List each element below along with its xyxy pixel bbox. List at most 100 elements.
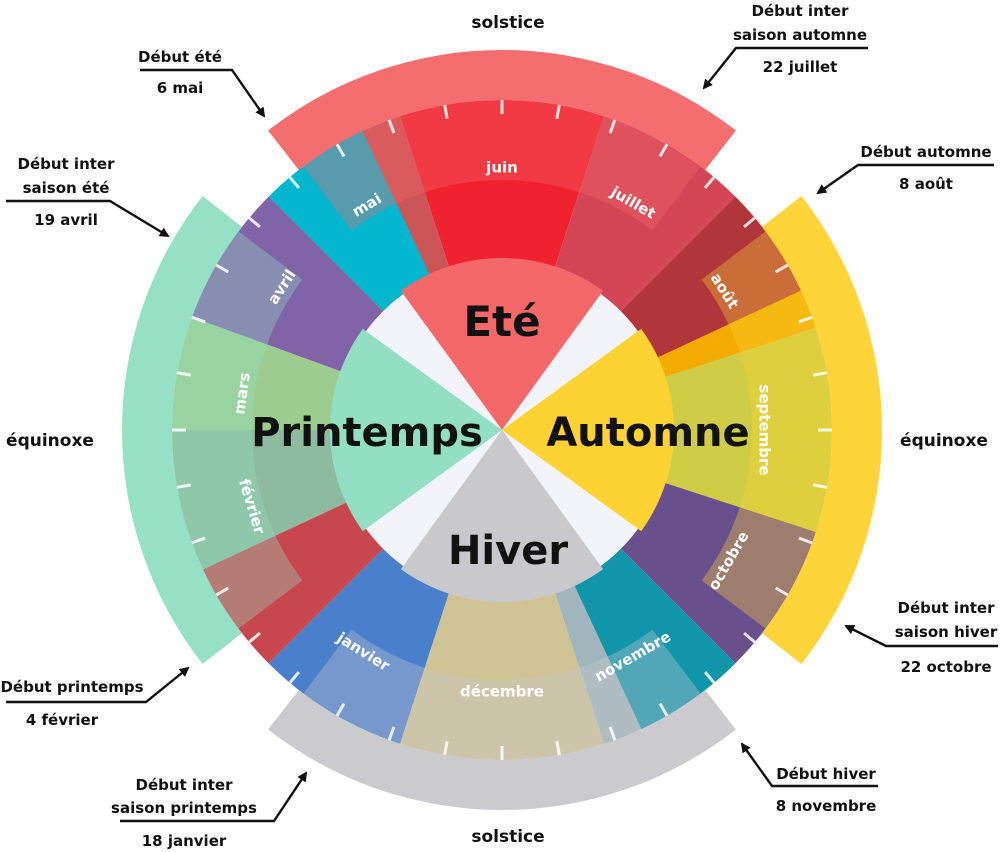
- tick-mark: [798, 315, 813, 324]
- inter-season-winter-spring: [202, 500, 384, 664]
- tick-mark: [288, 176, 301, 189]
- month-sector-5: [400, 99, 604, 271]
- callout-inter-printemps-line3: 18 janvier: [142, 832, 227, 850]
- outer-band-printemps-overlay: [172, 231, 303, 629]
- callout-debut-printemps: Début printemps 4 février: [0, 666, 190, 729]
- callout-inter-ete-line2: saison été: [23, 179, 110, 197]
- callout-debut-automne-line2: 8 août: [899, 175, 953, 193]
- month-sector-0: [268, 548, 451, 744]
- month-label: mars: [230, 371, 254, 415]
- callout-debut-inter-printemps: Début inter saison printemps 18 janvier: [111, 771, 308, 850]
- month-sector-11: [400, 589, 604, 760]
- callout-inter-printemps-arrow: [120, 771, 308, 823]
- month-sector-3: [191, 196, 384, 373]
- callout-debut-inter-hiver: Début inter saison hiver 22 octobre: [844, 599, 998, 676]
- callout-inter-ete-arrow: [6, 199, 170, 238]
- callout-debut-automne-line1: Début automne: [860, 143, 991, 161]
- month-sector-9: [620, 481, 816, 664]
- center-wedge-ete: [400, 258, 604, 430]
- callout-debut-hiver-line1: Début hiver: [776, 765, 876, 783]
- outer-band-hiver: [268, 690, 736, 810]
- month-label: décembre: [460, 683, 544, 701]
- day-ticks: [172, 100, 832, 760]
- callout-inter-hiver-line1: Début inter: [898, 599, 996, 617]
- tick-mark: [288, 671, 301, 684]
- tick-mark: [774, 586, 789, 597]
- tick-mark: [191, 315, 206, 324]
- inter-season-summer-autumn: [620, 196, 802, 360]
- tick-mark: [248, 216, 261, 229]
- tick-mark: [703, 671, 716, 684]
- tick-mark: [215, 586, 230, 597]
- callout-inter-automne-line3: 22 juillet: [763, 58, 838, 76]
- solstice-bottom-label: solstice: [471, 827, 544, 847]
- callout-debut-hiver-arrow: [740, 742, 878, 788]
- center-wedge-printemps: [330, 328, 502, 532]
- tick-mark: [387, 119, 396, 134]
- inter-season-ring: [202, 130, 802, 730]
- center-wedge-automne: [502, 328, 674, 532]
- callout-inter-hiver-arrow: [844, 624, 998, 648]
- tick-mark: [555, 104, 561, 120]
- outer-band-automne: [762, 196, 883, 664]
- tick-mark: [658, 143, 669, 158]
- season-label-ete: Eté: [463, 297, 540, 346]
- callout-debut-ete: Début été 6 mai: [138, 48, 266, 118]
- tick-mark: [335, 143, 346, 158]
- season-label-printemps: Printemps: [251, 410, 483, 456]
- inter-season-spring-summer: [268, 130, 432, 312]
- outer-band-hiver-overlay: [303, 629, 701, 760]
- month-sector-8: [661, 328, 832, 532]
- equinoxe-left-label: équinoxe: [6, 431, 94, 451]
- tick-mark: [798, 536, 813, 545]
- month-sector-6: [553, 116, 736, 312]
- tick-mark: [812, 371, 828, 377]
- tick-mark: [215, 263, 230, 274]
- tick-mark: [248, 631, 261, 644]
- tick-mark: [608, 119, 617, 134]
- month-label: juin: [485, 159, 518, 177]
- callout-debut-automne: Début automne 8 août: [816, 143, 994, 195]
- outer-band-automne-overlay: [701, 231, 833, 629]
- callout-inter-hiver-line2: saison hiver: [895, 623, 998, 641]
- month-sector-2: [172, 317, 345, 430]
- tick-mark: [335, 702, 346, 717]
- tick-mark: [191, 536, 206, 545]
- callout-debut-automne-arrow: [816, 163, 994, 195]
- callout-debut-printemps-line1: Début printemps: [0, 678, 143, 696]
- tick-mark: [555, 740, 561, 756]
- outer-band-printemps: [121, 196, 242, 664]
- callout-debut-printemps-arrow: [6, 666, 190, 704]
- tick-mark: [608, 726, 617, 741]
- solstice-top-label: solstice: [471, 13, 544, 33]
- tick-mark: [658, 702, 669, 717]
- season-label-hiver: Hiver: [448, 528, 568, 574]
- tick-mark: [176, 483, 192, 489]
- callout-debut-inter-ete: Début inter saison été 19 avril: [6, 155, 170, 238]
- callout-inter-automne-arrow: [702, 46, 868, 90]
- tick-mark: [703, 176, 716, 189]
- callout-debut-ete-line1: Début été: [138, 48, 222, 66]
- callout-debut-inter-automne: Début inter saison automne 22 juillet: [702, 2, 868, 90]
- callout-inter-automne-line1: Début inter: [752, 2, 850, 20]
- tick-mark: [176, 371, 192, 377]
- inter-season-autumn-winter: [572, 548, 736, 730]
- callout-debut-hiver: Début hiver 8 novembre: [740, 742, 878, 815]
- callout-inter-automne-line2: saison automne: [733, 26, 867, 44]
- callout-inter-hiver-line3: 22 octobre: [900, 658, 991, 676]
- equinoxe-right-label: équinoxe: [900, 431, 988, 451]
- tick-mark: [443, 104, 449, 120]
- callout-debut-ete-line2: 6 mai: [157, 79, 204, 97]
- callout-inter-printemps-line2: saison printemps: [111, 799, 257, 817]
- tick-mark: [774, 263, 789, 274]
- outer-band-ete-overlay: [303, 99, 701, 231]
- tick-mark: [743, 631, 756, 644]
- callout-inter-printemps-line1: Début inter: [136, 776, 234, 794]
- season-outer-band: [121, 49, 883, 810]
- callout-debut-printemps-line2: 4 février: [26, 711, 99, 729]
- callout-inter-ete-line3: 19 avril: [34, 211, 98, 229]
- tick-mark: [812, 483, 828, 489]
- tick-mark: [387, 726, 396, 741]
- center-wedge-hiver: [400, 430, 604, 603]
